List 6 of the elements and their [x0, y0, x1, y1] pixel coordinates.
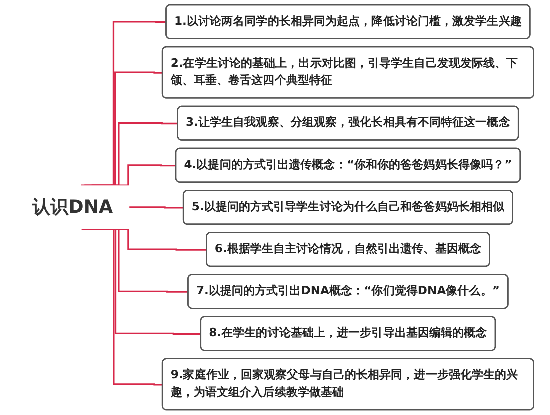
- connector: [110, 164, 176, 186]
- connector: [82, 228, 164, 386]
- connector: [130, 206, 184, 209]
- connector: [82, 21, 167, 186]
- connector: [84, 72, 164, 186]
- connector: [92, 122, 178, 186]
